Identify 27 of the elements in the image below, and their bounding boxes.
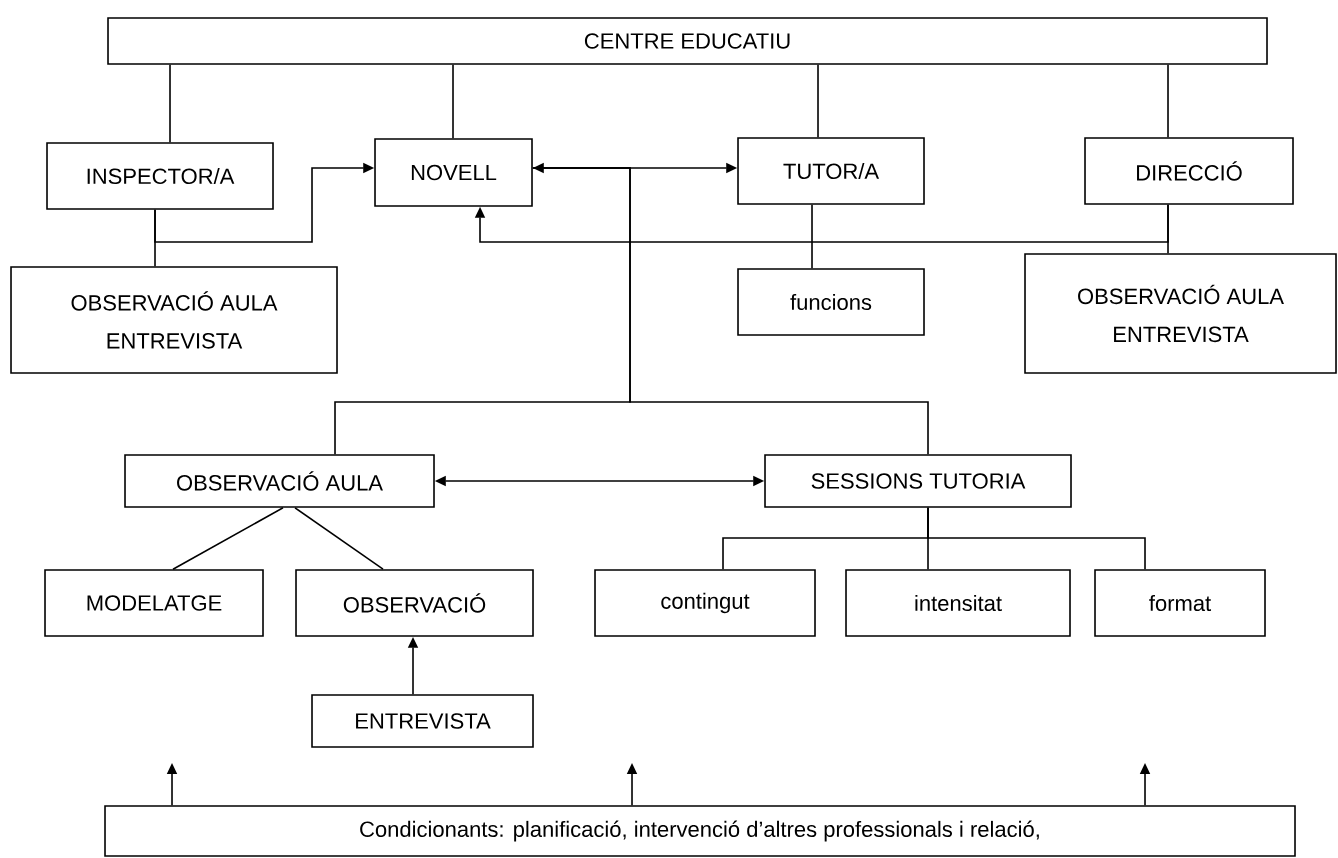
label-box: contingut xyxy=(594,569,816,637)
label-box: CENTRE EDUCATIU xyxy=(107,17,1268,65)
label-box: SESSIONS TUTORIA xyxy=(764,454,1072,508)
label-box: intensitat xyxy=(845,569,1071,637)
label-box: OBSERVACIÓ AULA xyxy=(124,454,435,508)
label-box: format xyxy=(1094,569,1266,637)
connector-line xyxy=(1167,64,1169,138)
connector-line xyxy=(172,507,284,570)
label-box: INSPECTOR/A xyxy=(46,142,274,210)
label-box: OBSERVACIÓ AULA ENTREVISTA xyxy=(10,266,338,374)
connector-line xyxy=(811,204,813,269)
label-box: DIRECCIÓ xyxy=(1084,137,1294,205)
connector-line xyxy=(169,64,171,143)
label-box: OBSERVACIÓ xyxy=(295,569,534,637)
connector-line xyxy=(817,64,819,138)
connector-line xyxy=(294,507,384,570)
label-box: TUTOR/A xyxy=(737,137,925,205)
note-box: Condicionants: planificació, intervenció d’altres professionals i relació, xyxy=(104,805,1296,857)
arrow xyxy=(474,204,1169,243)
label-box: funcions xyxy=(737,268,925,336)
connector-line xyxy=(927,507,1146,570)
label-box: MODELATGE xyxy=(44,569,264,637)
label-box: NOVELL xyxy=(374,138,533,207)
connector-line xyxy=(532,167,929,455)
label-box: ENTREVISTA xyxy=(311,694,534,748)
label-box: OBSERVACIÓ AULA ENTREVISTA xyxy=(1024,253,1337,374)
connector-line xyxy=(452,64,454,139)
